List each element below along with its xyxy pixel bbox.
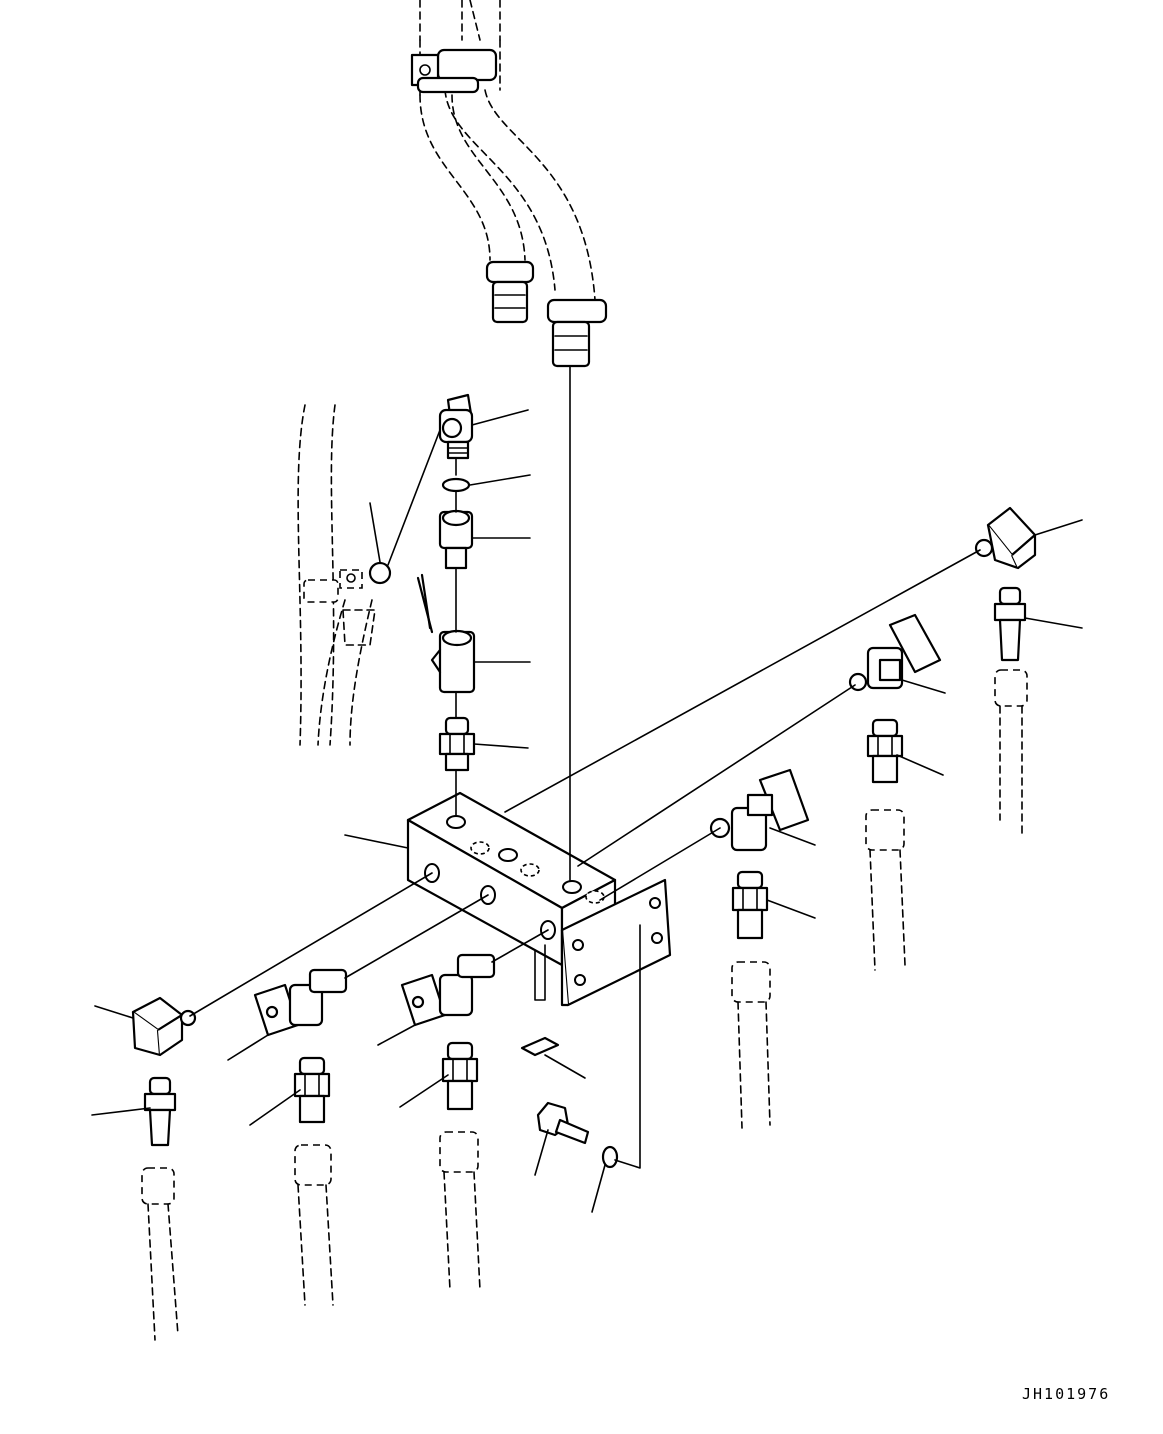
reducer-adapter bbox=[438, 509, 474, 570]
tee-valve-right bbox=[848, 613, 942, 692]
hose-bottom-left bbox=[141, 1167, 179, 1341]
upper-hose-pair bbox=[419, 0, 596, 301]
leader-lines bbox=[91, 409, 1083, 1213]
angle-valve-center-left bbox=[400, 953, 496, 1027]
ball-valve bbox=[416, 573, 476, 694]
hose-right-far bbox=[994, 669, 1028, 836]
adapter-center bbox=[731, 870, 769, 940]
hose-bottom-center bbox=[439, 1131, 481, 1291]
hose-right-mid bbox=[865, 809, 906, 971]
tee-valve-center bbox=[709, 768, 810, 852]
hose-end-fitting-left bbox=[485, 260, 535, 324]
plug-cap-right bbox=[974, 506, 1037, 570]
hose-end-fitting-right bbox=[546, 298, 608, 368]
adapter-right-2 bbox=[866, 718, 904, 784]
elbow-fitting-top bbox=[438, 393, 474, 460]
hose-center bbox=[731, 961, 771, 1129]
plug-cap-left bbox=[131, 996, 197, 1057]
drawing-code: JH101976 bbox=[1022, 1385, 1111, 1403]
hose-bottom-mid bbox=[294, 1144, 334, 1306]
adapter-left-2 bbox=[293, 1056, 331, 1124]
adapter-left-1 bbox=[143, 1076, 177, 1147]
angle-valve-left bbox=[253, 968, 348, 1037]
hose-clamp-upper bbox=[410, 48, 498, 94]
mounting-bracket bbox=[560, 878, 672, 1007]
mounting-bolt bbox=[536, 1101, 590, 1145]
shim-plate bbox=[520, 1036, 560, 1057]
nipple-fitting bbox=[438, 716, 476, 772]
plug-small bbox=[368, 561, 392, 585]
left-hose bbox=[297, 404, 376, 746]
assembly-lines bbox=[189, 365, 981, 1169]
adapter-right-1 bbox=[993, 586, 1027, 662]
o-ring bbox=[441, 477, 471, 493]
adapter-center-left bbox=[441, 1041, 479, 1111]
washer bbox=[601, 1145, 619, 1169]
